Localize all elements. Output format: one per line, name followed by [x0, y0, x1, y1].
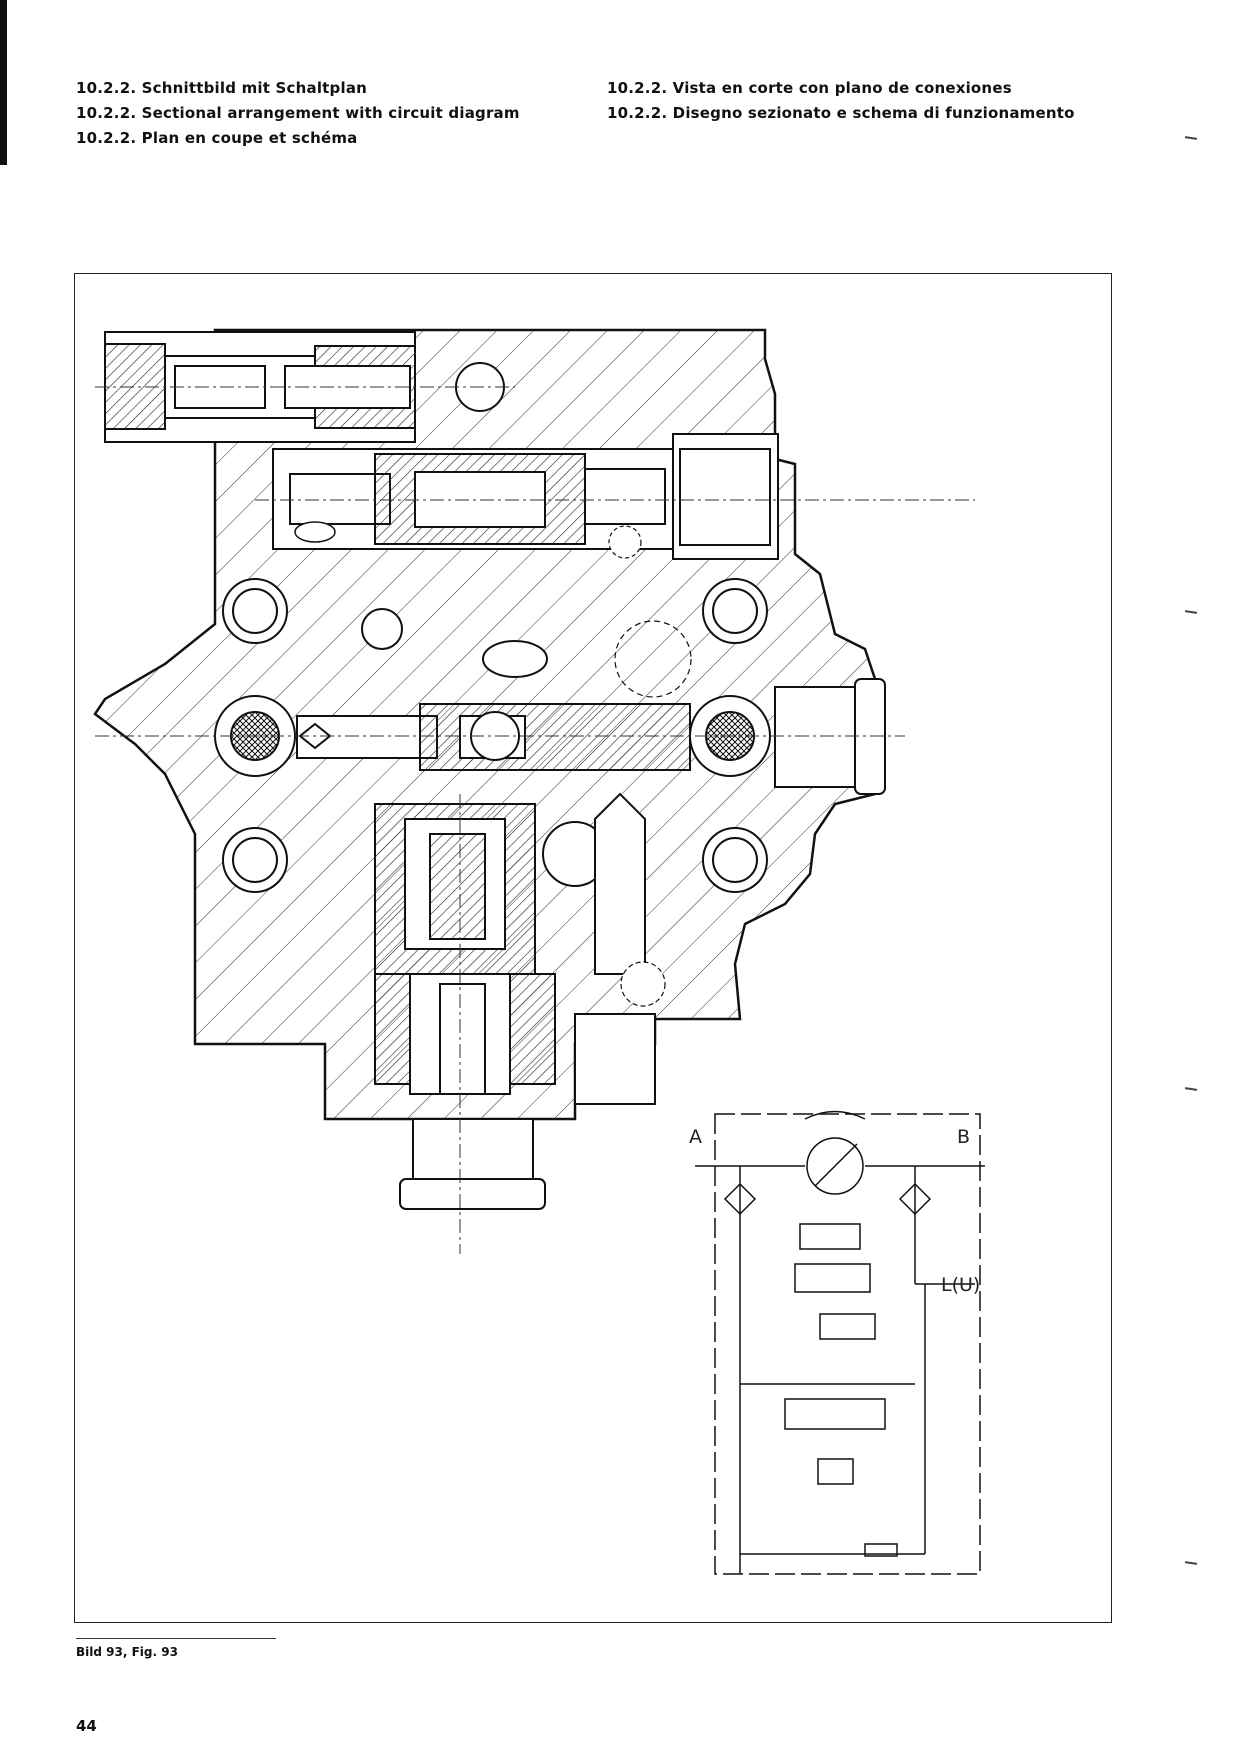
figure-frame: A B L(U) [74, 273, 1112, 1623]
circuit-port-a-label: A [689, 1126, 702, 1148]
circuit-port-l-label: L(U) [941, 1274, 981, 1296]
middle-bore [296, 678, 886, 795]
heading-spanish: 10.2.2. Vista en corte con plano de cone… [607, 79, 1012, 97]
sectional-drawing [93, 328, 985, 1575]
margin-tick [1184, 1087, 1198, 1091]
page-number: 44 [76, 1717, 97, 1735]
lower-spool [374, 803, 556, 1210]
heading-german: 10.2.2. Schnittbild mit Schaltplan [76, 79, 368, 97]
margin-tick [1184, 610, 1198, 614]
margin-tick [1184, 1561, 1198, 1565]
caption-rule [76, 1638, 276, 1639]
heading-english: 10.2.2. Sectional arrangement with circu… [76, 104, 520, 122]
bolt-holes [222, 578, 768, 893]
heading-italian: 10.2.2. Disegno sezionato e schema di fu… [607, 104, 1075, 122]
heading-left-column: 10.2.2. Schnittbild mit Schaltplan 10.2.… [76, 76, 520, 151]
heading-french: 10.2.2. Plan en coupe et schéma [76, 129, 358, 147]
margin-tick [1184, 136, 1198, 140]
circuit-diagram [695, 1110, 985, 1575]
scan-edge-bar [0, 0, 7, 165]
circuit-port-b-label: B [957, 1126, 971, 1148]
spool-bore-upper [272, 433, 779, 560]
heading-right-column: 10.2.2. Vista en corte con plano de cone… [607, 76, 1075, 126]
figure-caption: Bild 93, Fig. 93 [76, 1645, 178, 1659]
